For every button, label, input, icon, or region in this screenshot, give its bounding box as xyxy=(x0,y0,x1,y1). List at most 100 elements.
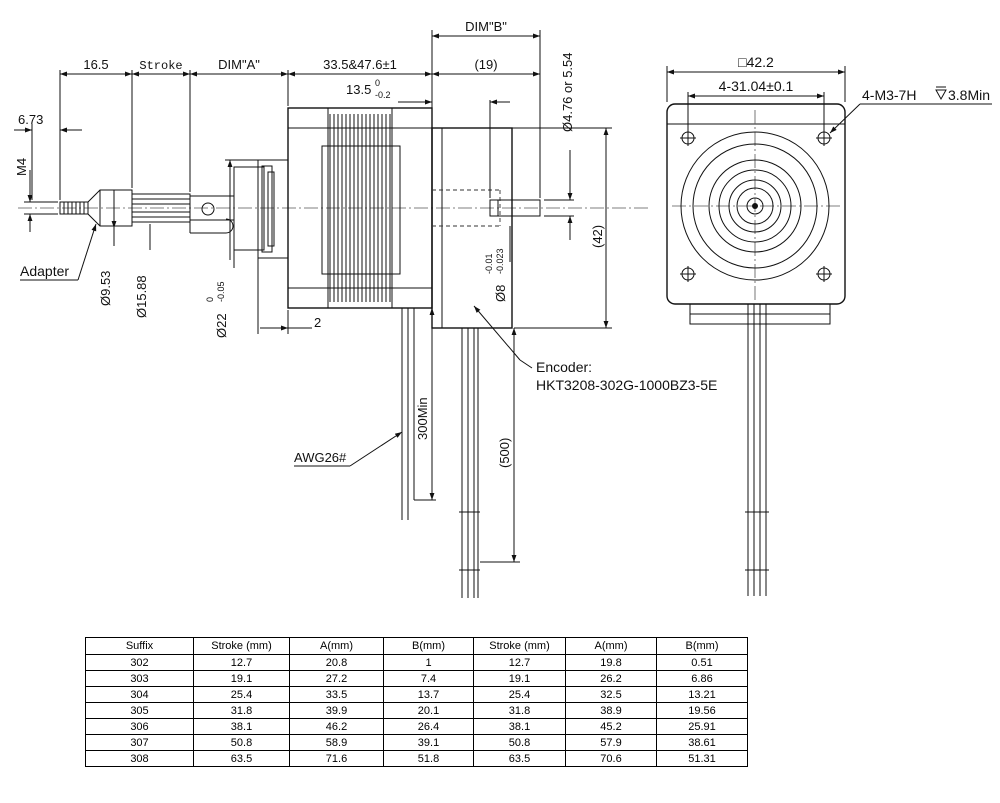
dimension-dia-4-76: Ø4.76 or 5.54 xyxy=(544,53,575,240)
dia-4-76-label: Ø4.76 or 5.54 xyxy=(560,53,575,133)
dim-6-73-label: 6.73 xyxy=(18,112,43,127)
encoder-wires xyxy=(459,328,480,598)
table-cell: 19.1 xyxy=(193,670,290,687)
table-cell: 63.5 xyxy=(473,750,566,767)
motor-wires xyxy=(401,308,415,520)
dim-13-5-upper: 0 xyxy=(375,78,380,88)
table-cell: 0.51 xyxy=(656,654,748,671)
table-cell: 19.56 xyxy=(656,702,748,719)
dimension-13-5: 13.5 0 -0.2 xyxy=(346,78,510,198)
table-header: Stroke (mm) xyxy=(473,637,566,655)
table-row: 302 12.7 20.8 1 12.7 19.8 0.51 xyxy=(85,654,748,671)
adapter-label: Adapter xyxy=(20,263,69,279)
side-view: 16.5 Stroke DIM"A" 33.5&47.6±1 DIM"B" (1… xyxy=(14,19,717,598)
table-cell: 39.1 xyxy=(383,734,474,751)
table-cell: 51.8 xyxy=(383,750,474,767)
dia-22-upper: 0 xyxy=(205,297,215,302)
table-cell: 302 xyxy=(85,654,194,671)
dimension-500: (500) xyxy=(480,328,520,563)
flange-nut xyxy=(189,195,235,234)
table-cell: 38.9 xyxy=(565,702,657,719)
table-header-row: Suffix Stroke (mm) A(mm) B(mm) Stroke (m… xyxy=(85,637,748,655)
suffix-table: Suffix Stroke (mm) A(mm) B(mm) Stroke (m… xyxy=(85,637,748,767)
dimension-dia-8: Ø8 -0.01 -0.023 xyxy=(484,226,511,302)
table-cell: 20.8 xyxy=(289,654,384,671)
dim-b-label: DIM"B" xyxy=(465,19,507,34)
dia-8-upper: -0.01 xyxy=(484,253,494,274)
table-cell: 25.4 xyxy=(193,686,290,703)
encoder-label-2: HKT3208-302G-1000BZ3-5E xyxy=(536,377,717,393)
dimension-square-42-2: □42.2 xyxy=(666,54,846,102)
table-cell: 7.4 xyxy=(383,670,474,687)
dimension-dia-9-53: Ø9.53 xyxy=(98,190,117,306)
table-cell: 13.21 xyxy=(656,686,748,703)
dim-a-label: DIM"A" xyxy=(218,57,260,72)
dim-2-label: 2 xyxy=(314,315,321,330)
table-header: B(mm) xyxy=(383,637,474,655)
dim-300-label: 300Min xyxy=(415,397,430,440)
dimension-16-5: 16.5 xyxy=(60,57,132,77)
table-cell: 27.2 xyxy=(289,670,384,687)
dimension-2: 2 xyxy=(257,258,321,334)
table-header: A(mm) xyxy=(289,637,384,655)
table-cell: 307 xyxy=(85,734,194,751)
table-cell: 63.5 xyxy=(193,750,290,767)
m3-depth-label: 3.8Min xyxy=(948,87,990,103)
table-row: 303 19.1 27.2 7.4 19.1 26.2 6.86 xyxy=(85,670,748,687)
table-cell: 19.1 xyxy=(473,670,566,687)
table-header: Suffix xyxy=(85,637,194,655)
dim-33-5-label: 33.5&47.6±1 xyxy=(323,57,397,72)
table-cell: 70.6 xyxy=(565,750,657,767)
mounting-holes xyxy=(680,130,832,282)
table-cell: 58.9 xyxy=(289,734,384,751)
dia-9-53-label: Ø9.53 xyxy=(98,271,113,306)
table-cell: 50.8 xyxy=(193,734,290,751)
dimension-300: 300Min xyxy=(414,308,436,501)
table-cell: 32.5 xyxy=(565,686,657,703)
table-cell: 304 xyxy=(85,686,194,703)
awg-callout: AWG26# xyxy=(294,431,403,467)
dia-8-lower: -0.023 xyxy=(495,248,505,274)
table-cell: 306 xyxy=(85,718,194,735)
dimension-19: (19) xyxy=(432,57,540,77)
table-cell: 38.1 xyxy=(473,718,566,735)
table-cell: 26.2 xyxy=(565,670,657,687)
table-cell: 50.8 xyxy=(473,734,566,751)
lead-screw xyxy=(131,193,191,223)
dimension-m4: M4 xyxy=(14,158,58,232)
table-row: 306 38.1 46.2 26.4 38.1 45.2 25.91 xyxy=(85,718,748,735)
dim-42-label: (42) xyxy=(590,225,605,248)
encoder-label-1: Encoder: xyxy=(536,359,592,375)
table-header: A(mm) xyxy=(565,637,657,655)
depth-symbol xyxy=(935,86,947,101)
dim-16-5-label: 16.5 xyxy=(83,57,108,72)
dia-8-label: Ø8 xyxy=(493,285,508,302)
table-row: 307 50.8 58.9 39.1 50.8 57.9 38.61 xyxy=(85,734,748,751)
table-cell: 20.1 xyxy=(383,702,474,719)
table-cell: 12.7 xyxy=(473,654,566,671)
motor-body xyxy=(287,107,433,309)
dim-500-label: (500) xyxy=(497,438,512,468)
stator-lamination xyxy=(329,114,391,302)
table-header: B(mm) xyxy=(656,637,748,655)
table-cell: 31.8 xyxy=(193,702,290,719)
dim-13-5-lower: -0.2 xyxy=(375,90,391,100)
dia-15-88-label: Ø15.88 xyxy=(134,275,149,318)
table-cell: 45.2 xyxy=(565,718,657,735)
table-cell: 13.7 xyxy=(383,686,474,703)
dimension-body-length: 33.5&47.6±1 xyxy=(288,57,432,77)
table-cell: 6.86 xyxy=(656,670,748,687)
dimension-b: DIM"B" xyxy=(432,19,540,39)
dimension-bolt-circle: 4-31.04±0.1 xyxy=(687,78,825,132)
table-cell: 31.8 xyxy=(473,702,566,719)
table-cell: 46.2 xyxy=(289,718,384,735)
table-cell: 25.91 xyxy=(656,718,748,735)
table-row: 308 63.5 71.6 51.8 63.5 70.6 51.31 xyxy=(85,750,748,767)
motor-drawing: 16.5 Stroke DIM"A" 33.5&47.6±1 DIM"B" (1… xyxy=(14,19,992,598)
m3-label: 4-M3-7H xyxy=(862,87,916,103)
table-row: 305 31.8 39.9 20.1 31.8 38.9 19.56 xyxy=(85,702,748,719)
table-cell: 305 xyxy=(85,702,194,719)
front-view: □42.2 4-31.04±0.1 4-M3-7H 3.8Min xyxy=(666,54,992,596)
square-42-2-label: □42.2 xyxy=(738,54,774,70)
table-cell: 12.7 xyxy=(193,654,290,671)
